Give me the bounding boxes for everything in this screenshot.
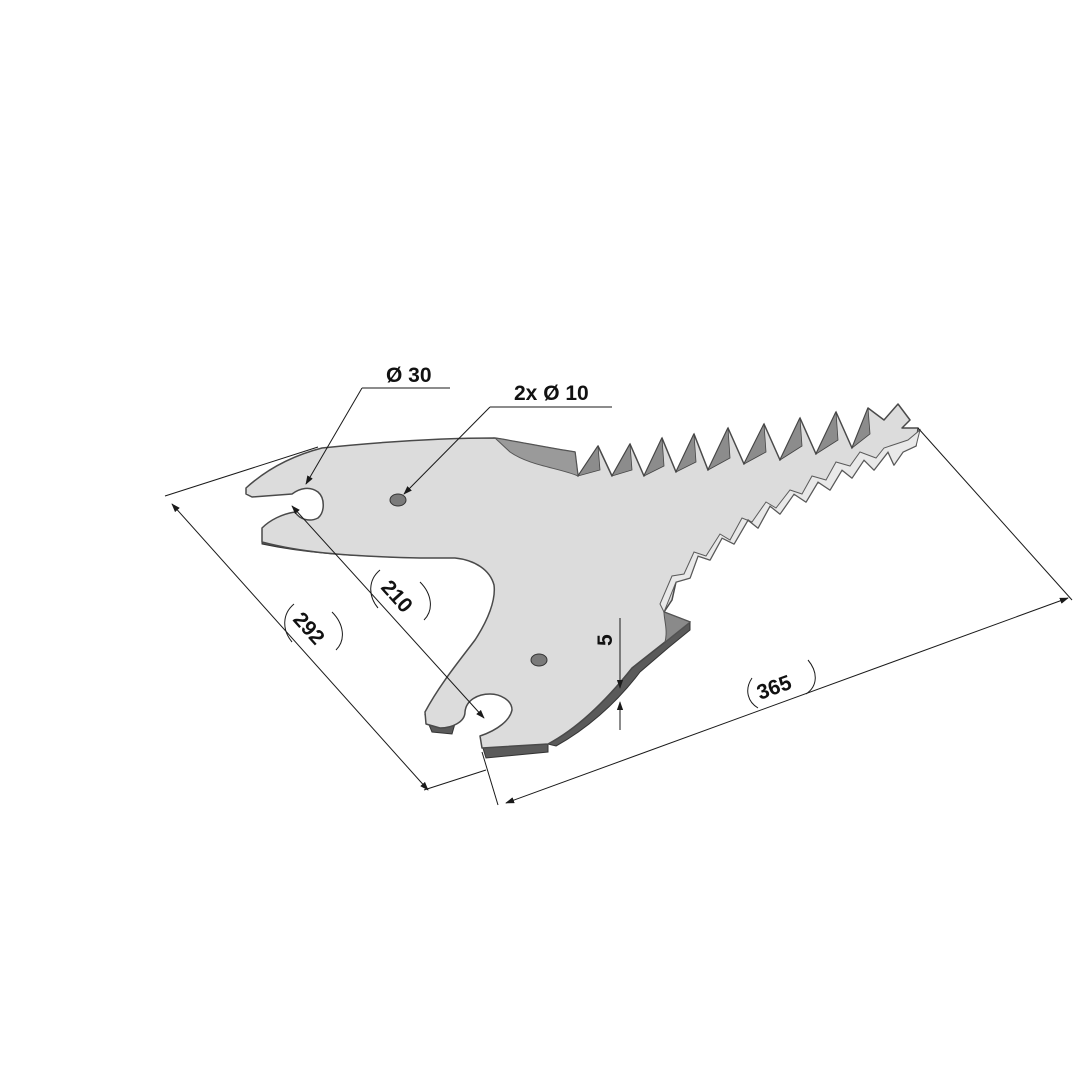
- bracket-292: [284, 603, 343, 651]
- leader-o30-diagonal: [305, 387, 363, 485]
- small-hole-lower: [530, 653, 548, 667]
- leader-o10-diagonal: [403, 406, 491, 495]
- callout-2x-o10: 2x Ø 10: [514, 382, 589, 405]
- bracket-210: [370, 569, 431, 621]
- dimension-label-210: 210: [376, 576, 417, 617]
- extension-line-bottom-left: [481, 751, 499, 806]
- small-hole-upper: [389, 493, 407, 507]
- extension-line-top-left: [164, 446, 319, 497]
- upper-teeth-shading: [577, 407, 871, 477]
- dimension-label-5: 5: [594, 634, 617, 646]
- dimension-210-line: [291, 505, 485, 719]
- callout-o30: Ø 30: [386, 364, 432, 387]
- extension-line-bottom: [423, 769, 487, 791]
- upper-bevel-recess: [493, 437, 579, 477]
- dimension-365-line: [505, 597, 1069, 804]
- dimension-lines: [164, 427, 1073, 806]
- blade-face: [245, 403, 919, 749]
- knife-blade: [245, 403, 921, 759]
- dimension-label-292: 292: [288, 608, 329, 649]
- bracket-365: [747, 659, 816, 709]
- callout-leaders: [305, 387, 612, 495]
- extension-line-right: [917, 427, 1073, 601]
